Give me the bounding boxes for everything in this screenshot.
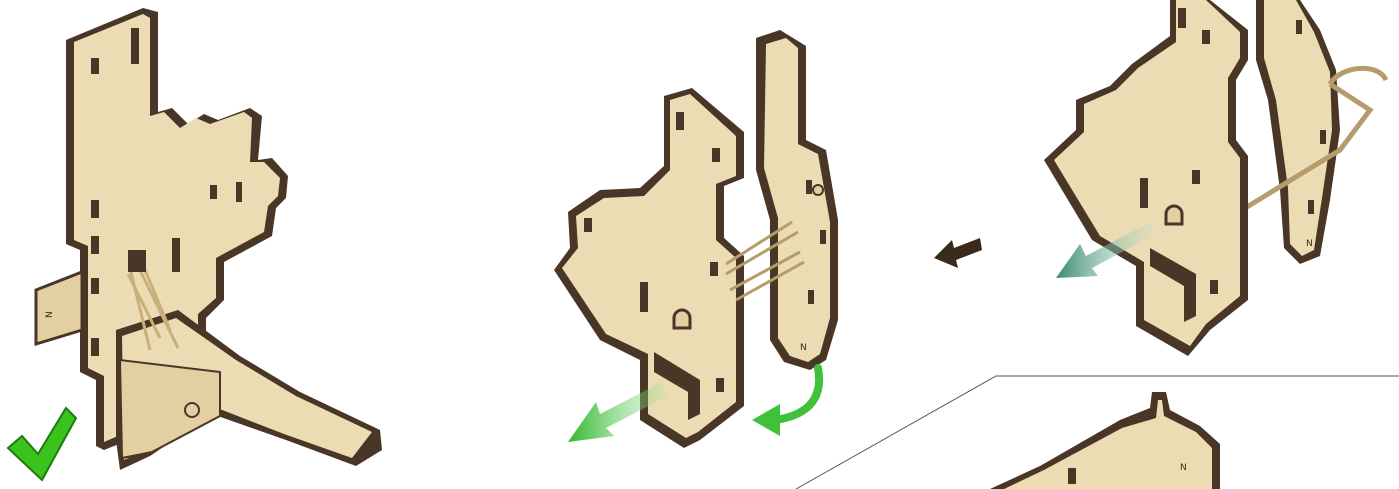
front-plate-face — [562, 94, 736, 438]
inset-part-face — [1004, 400, 1212, 489]
part-mark: N — [1306, 239, 1313, 249]
inset-slot — [1068, 468, 1076, 484]
step-insert-rubber-bands: N — [1044, 0, 1386, 356]
part-mark: N — [800, 343, 807, 353]
lever-pin — [185, 403, 199, 417]
step-arrow-icon — [934, 238, 982, 268]
rubber-anchor — [128, 250, 146, 272]
rear-strip-pin — [813, 185, 823, 195]
rotate-arrowhead — [752, 404, 780, 436]
check-icon — [8, 408, 76, 480]
part-mark: N — [45, 311, 55, 318]
step-final-assembly: N — [8, 8, 382, 480]
rotate-arrow-icon — [776, 368, 819, 420]
side-tab — [36, 272, 82, 344]
lock-slot — [1166, 206, 1182, 224]
lever-inner — [120, 360, 220, 458]
part-mark: N — [1180, 463, 1187, 473]
lock-slot — [674, 310, 690, 328]
step-rotate-pull: N — [554, 30, 838, 448]
step-inset-detail: N — [796, 376, 1399, 489]
front-plate-face — [1054, 0, 1240, 346]
